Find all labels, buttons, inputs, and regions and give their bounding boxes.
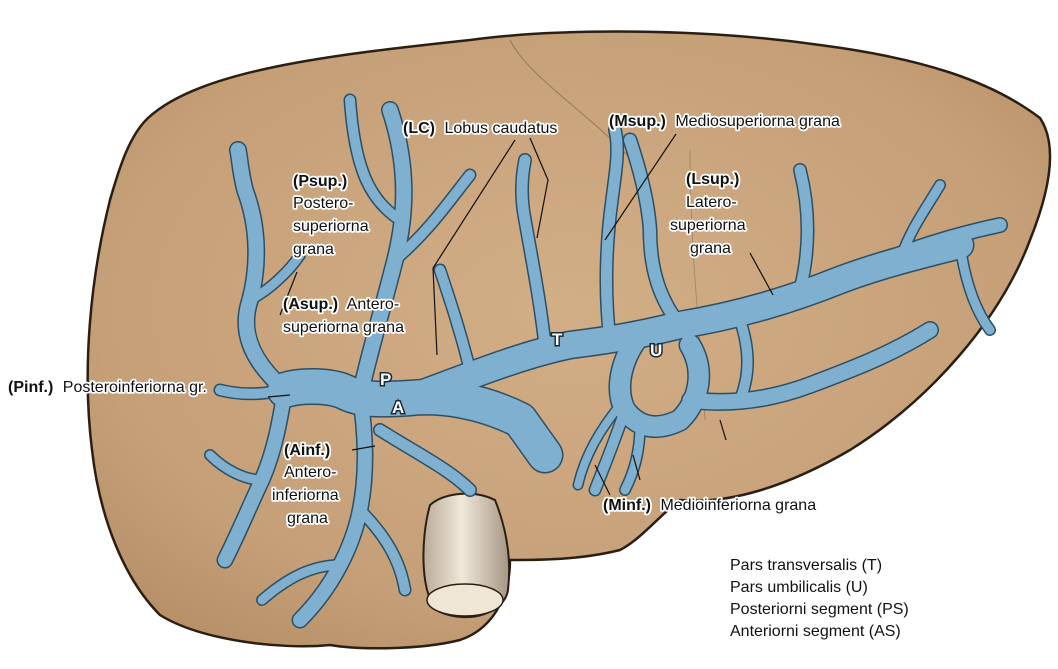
label-msup-text: Mediosuperiorna grana [675,113,840,130]
label-lsup-line3: grana [690,240,731,257]
label-msup-abbr: (Msup.) [609,113,666,130]
legend-item-t: Pars transversalis (T) [730,557,882,574]
label-psup-abbr: (Psup.) [293,173,347,190]
label-lc-text: Lobus caudatus [444,120,557,137]
label-psup-line3: grana [293,241,334,258]
label-pinf: (Pinf.) Posteroinferiorna gr. [8,379,207,396]
label-pinf-abbr: (Pinf.) [8,379,53,396]
label-asup-line1: (Asup.) Antero- [283,296,399,313]
label-lsup-line2: superiorna [670,217,746,234]
letter-a: A [392,398,404,417]
label-ainf-abbr: (Ainf.) [284,442,330,459]
legend-item-as: Anteriorni segment (AS) [730,623,901,640]
label-minf-abbr: (Minf.) [603,497,651,514]
letter-t: T [552,330,563,349]
vein-pinf-stub [220,390,285,394]
legend-item-ps: Posteriorni segment (PS) [730,601,909,618]
label-msup: (Msup.) Mediosuperiorna grana [609,113,840,130]
label-lc-abbr: (LC) [403,120,435,137]
label-asup-line2: superiorna grana [283,319,404,336]
label-asup-text: Antero- [347,296,399,313]
label-pinf-text: Posteroinferiorna gr. [63,379,207,396]
label-psup-line1: Postero- [293,195,353,212]
label-ainf-line1: Antero- [284,464,336,481]
label-psup-line2: superiorna [293,218,369,235]
letter-u: U [650,341,662,360]
gallbladder [423,494,509,618]
label-asup-abbr: (Asup.) [283,296,338,313]
legend: Pars transversalis (T) Pars umbilicalis … [730,557,909,640]
label-lsup-abbr: (Lsup.) [686,171,739,188]
label-ainf-line2: inferiorna [272,487,339,504]
label-lc: (LC) Lobus caudatus [403,120,557,137]
label-lsup-line1: Latero- [686,194,737,211]
legend-item-u: Pars umbilicalis (U) [730,579,868,596]
label-minf: (Minf.) Medioinferiorna grana [603,497,816,514]
label-minf-text: Medioinferiorna grana [660,497,816,514]
label-ainf-line3: grana [287,510,328,527]
letter-p: P [380,370,391,389]
